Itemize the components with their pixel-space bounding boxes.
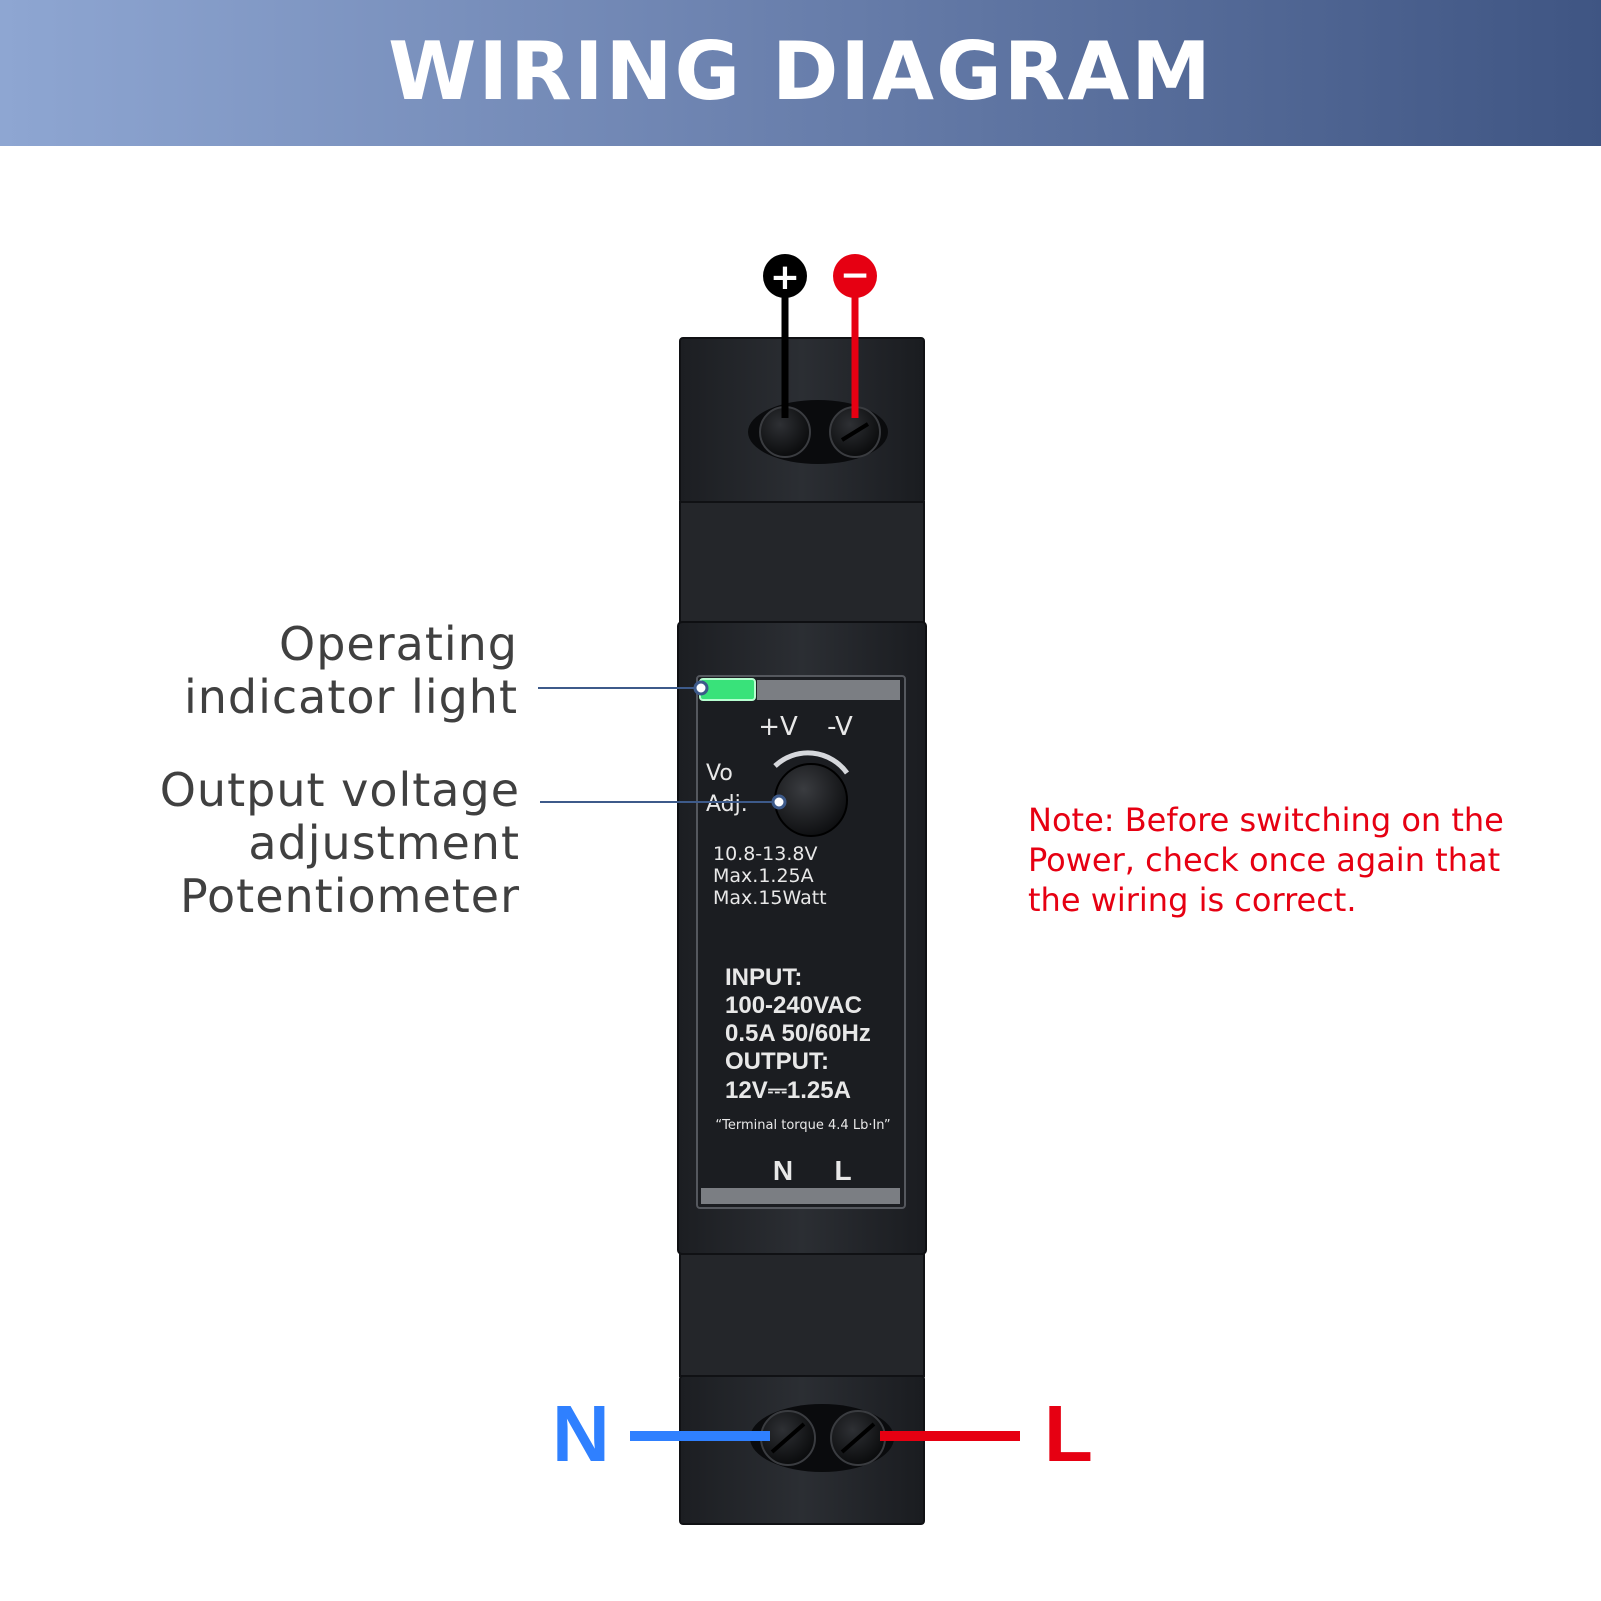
- torque-note: “Terminal torque 4.4 Lb·In”: [715, 1118, 890, 1133]
- screw-slot: [840, 422, 870, 442]
- output-terminal-minus-label: -V: [827, 712, 853, 742]
- potentiometer-callout-line-3: Potentiometer: [179, 869, 520, 923]
- output-terminal-plus-label: +V: [758, 712, 798, 742]
- indicator-callout-line-2: indicator light: [183, 670, 518, 724]
- safety-note-line-1: Note: Before switching on the: [1028, 801, 1504, 839]
- vo-label: Vo: [706, 761, 733, 786]
- top-shoulder: [679, 501, 925, 625]
- rating-voltage: 10.8-13.8V: [713, 843, 817, 865]
- screw-slot: [770, 1422, 806, 1454]
- spec-input-heading: INPUT:: [725, 964, 802, 991]
- potentiometer-leader-dot: [771, 794, 787, 810]
- screw-slot: [840, 1422, 876, 1454]
- potentiometer-callout: Output voltage adjustment Potentiometer: [110, 764, 520, 923]
- indicator-callout: Operating indicator light: [140, 618, 518, 724]
- minus-terminal-marker: [833, 254, 877, 298]
- label-bottom-strip: [701, 1188, 900, 1204]
- safety-note: Note: Before switching on the Power, che…: [1028, 800, 1568, 920]
- rating-power: Max.15Watt: [713, 887, 827, 909]
- potentiometer-callout-line-2: adjustment: [248, 816, 520, 870]
- label-panel: [696, 675, 906, 1209]
- adj-label: Adj.: [706, 792, 748, 817]
- indicator-callout-line-1: Operating: [279, 617, 518, 671]
- plus-symbol: +: [770, 257, 800, 298]
- spec-input-current: 0.5A 50/60Hz: [725, 1020, 871, 1047]
- page-title: WIRING DIAGRAM: [388, 25, 1213, 118]
- spec-output-heading: OUTPUT:: [725, 1048, 829, 1075]
- rating-current: Max.1.25A: [713, 865, 814, 887]
- minus-symbol: −: [840, 255, 870, 296]
- live-terminal-label: L: [1044, 1389, 1093, 1478]
- adjust-arc: [773, 750, 850, 775]
- title-banner: WIRING DIAGRAM: [0, 0, 1601, 146]
- safety-note-line-2: Power, check once again that: [1028, 841, 1501, 879]
- neutral-terminal-label: N: [552, 1389, 610, 1478]
- spec-input-voltage: 100-240VAC: [725, 992, 862, 1019]
- label-terminal-n: N: [773, 1155, 793, 1186]
- plus-terminal-marker: [763, 254, 807, 298]
- potentiometer-callout-line-1: Output voltage: [159, 763, 520, 817]
- label-terminal-l: L: [834, 1155, 851, 1186]
- label-top-strip: [757, 680, 900, 700]
- indicator-leader-dot: [693, 680, 709, 696]
- spec-output-value: 12V⎓1.25A: [725, 1077, 851, 1104]
- safety-note-line-3: the wiring is correct.: [1028, 881, 1357, 919]
- bottom-shoulder: [679, 1253, 925, 1377]
